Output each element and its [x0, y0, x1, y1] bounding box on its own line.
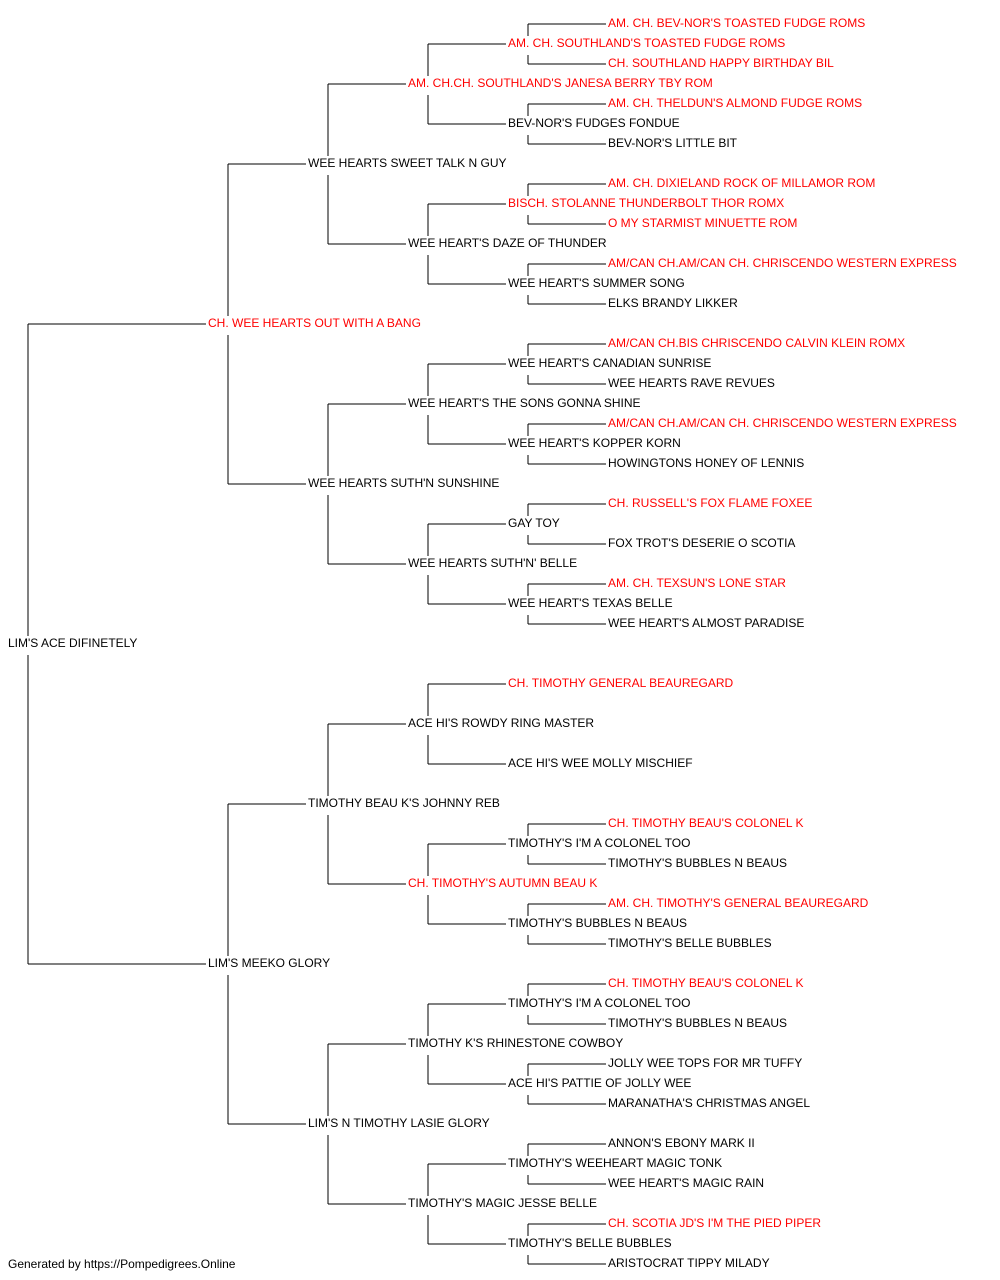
dog-name: AM. CH.CH. SOUTHLAND'S JANESA BERRY TBY … — [408, 76, 713, 90]
dog-name: WEE HEARTS SUTH'N SUNSHINE — [308, 476, 499, 490]
dog-name: LIM'S MEEKO GLORY — [208, 956, 330, 970]
dog-name: CH. RUSSELL'S FOX FLAME FOXEE — [608, 496, 812, 510]
dog-name: AM. CH. TEXSUN'S LONE STAR — [608, 576, 786, 590]
dog-name: WEE HEARTS SWEET TALK N GUY — [308, 156, 507, 170]
dog-name: CH. TIMOTHY GENERAL BEAUREGARD — [508, 676, 733, 690]
dog-name: TIMOTHY BEAU K'S JOHNNY REB — [308, 796, 500, 810]
dog-name: TIMOTHY'S BUBBLES N BEAUS — [608, 856, 787, 870]
dog-name: BISCH. STOLANNE THUNDERBOLT THOR ROMX — [508, 196, 784, 210]
dog-name: CH. WEE HEARTS OUT WITH A BANG — [208, 316, 421, 330]
dog-name: MARANATHA'S CHRISTMAS ANGEL — [608, 1096, 810, 1110]
dog-name: AM. CH. BEV-NOR'S TOASTED FUDGE ROMS — [608, 16, 865, 30]
dog-name: WEE HEART'S DAZE OF THUNDER — [408, 236, 607, 250]
dog-name: ARISTOCRAT TIPPY MILADY — [608, 1256, 770, 1270]
dog-name: TIMOTHY'S BELLE BUBBLES — [608, 936, 772, 950]
dog-name: TIMOTHY'S I'M A COLONEL TOO — [508, 996, 690, 1010]
dog-name: BEV-NOR'S LITTLE BIT — [608, 136, 738, 150]
dog-name: AM/CAN CH.AM/CAN CH. CHRISCENDO WESTERN … — [608, 416, 957, 430]
dog-name: ELKS BRANDY LIKKER — [608, 296, 738, 310]
dog-name: HOWINGTONS HONEY OF LENNIS — [608, 456, 804, 470]
dog-name: TIMOTHY'S BUBBLES N BEAUS — [508, 916, 687, 930]
dog-name: AM. CH. DIXIELAND ROCK OF MILLAMOR ROM — [608, 176, 875, 190]
dog-name: LIM'S N TIMOTHY LASIE GLORY — [308, 1116, 490, 1130]
dog-name: FOX TROT'S DESERIE O SCOTIA — [608, 536, 795, 550]
dog-name: TIMOTHY'S I'M A COLONEL TOO — [508, 836, 690, 850]
dog-name: WEE HEARTS SUTH'N' BELLE — [408, 556, 577, 570]
dog-name: WEE HEARTS RAVE REVUES — [608, 376, 775, 390]
dog-name: WEE HEART'S THE SONS GONNA SHINE — [408, 396, 641, 410]
dog-name: TIMOTHY'S BUBBLES N BEAUS — [608, 1016, 787, 1030]
dog-name: AM/CAN CH.AM/CAN CH. CHRISCENDO WESTERN … — [608, 256, 957, 270]
dog-name: WEE HEART'S ALMOST PARADISE — [608, 616, 804, 630]
dog-name: LIM'S ACE DIFINETELY — [8, 636, 137, 650]
dog-name: ANNON'S EBONY MARK II — [608, 1136, 755, 1150]
dog-name: WEE HEART'S KOPPER KORN — [508, 436, 681, 450]
dog-name: BEV-NOR'S FUDGES FONDUE — [508, 116, 680, 130]
generated-by-footer: Generated by https://Pompedigrees.Online — [8, 1257, 236, 1271]
dog-name: CH. TIMOTHY'S AUTUMN BEAU K — [408, 876, 597, 890]
dog-name: ACE HI'S ROWDY RING MASTER — [408, 716, 594, 730]
dog-name: WEE HEART'S MAGIC RAIN — [608, 1176, 764, 1190]
dog-name: AM. CH. THELDUN'S ALMOND FUDGE ROMS — [608, 96, 862, 110]
dog-name: WEE HEART'S TEXAS BELLE — [508, 596, 673, 610]
dog-name: O MY STARMIST MINUETTE ROM — [608, 216, 797, 230]
dog-name: AM/CAN CH.BIS CHRISCENDO CALVIN KLEIN RO… — [608, 336, 905, 350]
dog-name: JOLLY WEE TOPS FOR MR TUFFY — [608, 1056, 802, 1070]
dog-name: ACE HI'S WEE MOLLY MISCHIEF — [508, 756, 693, 770]
dog-name: AM. CH. SOUTHLAND'S TOASTED FUDGE ROMS — [508, 36, 785, 50]
dog-name: TIMOTHY K'S RHINESTONE COWBOY — [408, 1036, 623, 1050]
dog-name: WEE HEART'S CANADIAN SUNRISE — [508, 356, 711, 370]
dog-name: CH. TIMOTHY BEAU'S COLONEL K — [608, 976, 803, 990]
dog-name: GAY TOY — [508, 516, 560, 530]
dog-name: TIMOTHY'S BELLE BUBBLES — [508, 1236, 672, 1250]
dog-name: CH. SOUTHLAND HAPPY BIRTHDAY BIL — [608, 56, 834, 70]
dog-name: CH. SCOTIA JD'S I'M THE PIED PIPER — [608, 1216, 821, 1230]
dog-name: AM. CH. TIMOTHY'S GENERAL BEAUREGARD — [608, 896, 869, 910]
dog-name: TIMOTHY'S WEEHEART MAGIC TONK — [508, 1156, 722, 1170]
dog-name: WEE HEART'S SUMMER SONG — [508, 276, 685, 290]
dog-name: ACE HI'S PATTIE OF JOLLY WEE — [508, 1076, 691, 1090]
dog-name: TIMOTHY'S MAGIC JESSE BELLE — [408, 1196, 597, 1210]
dog-name: CH. TIMOTHY BEAU'S COLONEL K — [608, 816, 803, 830]
